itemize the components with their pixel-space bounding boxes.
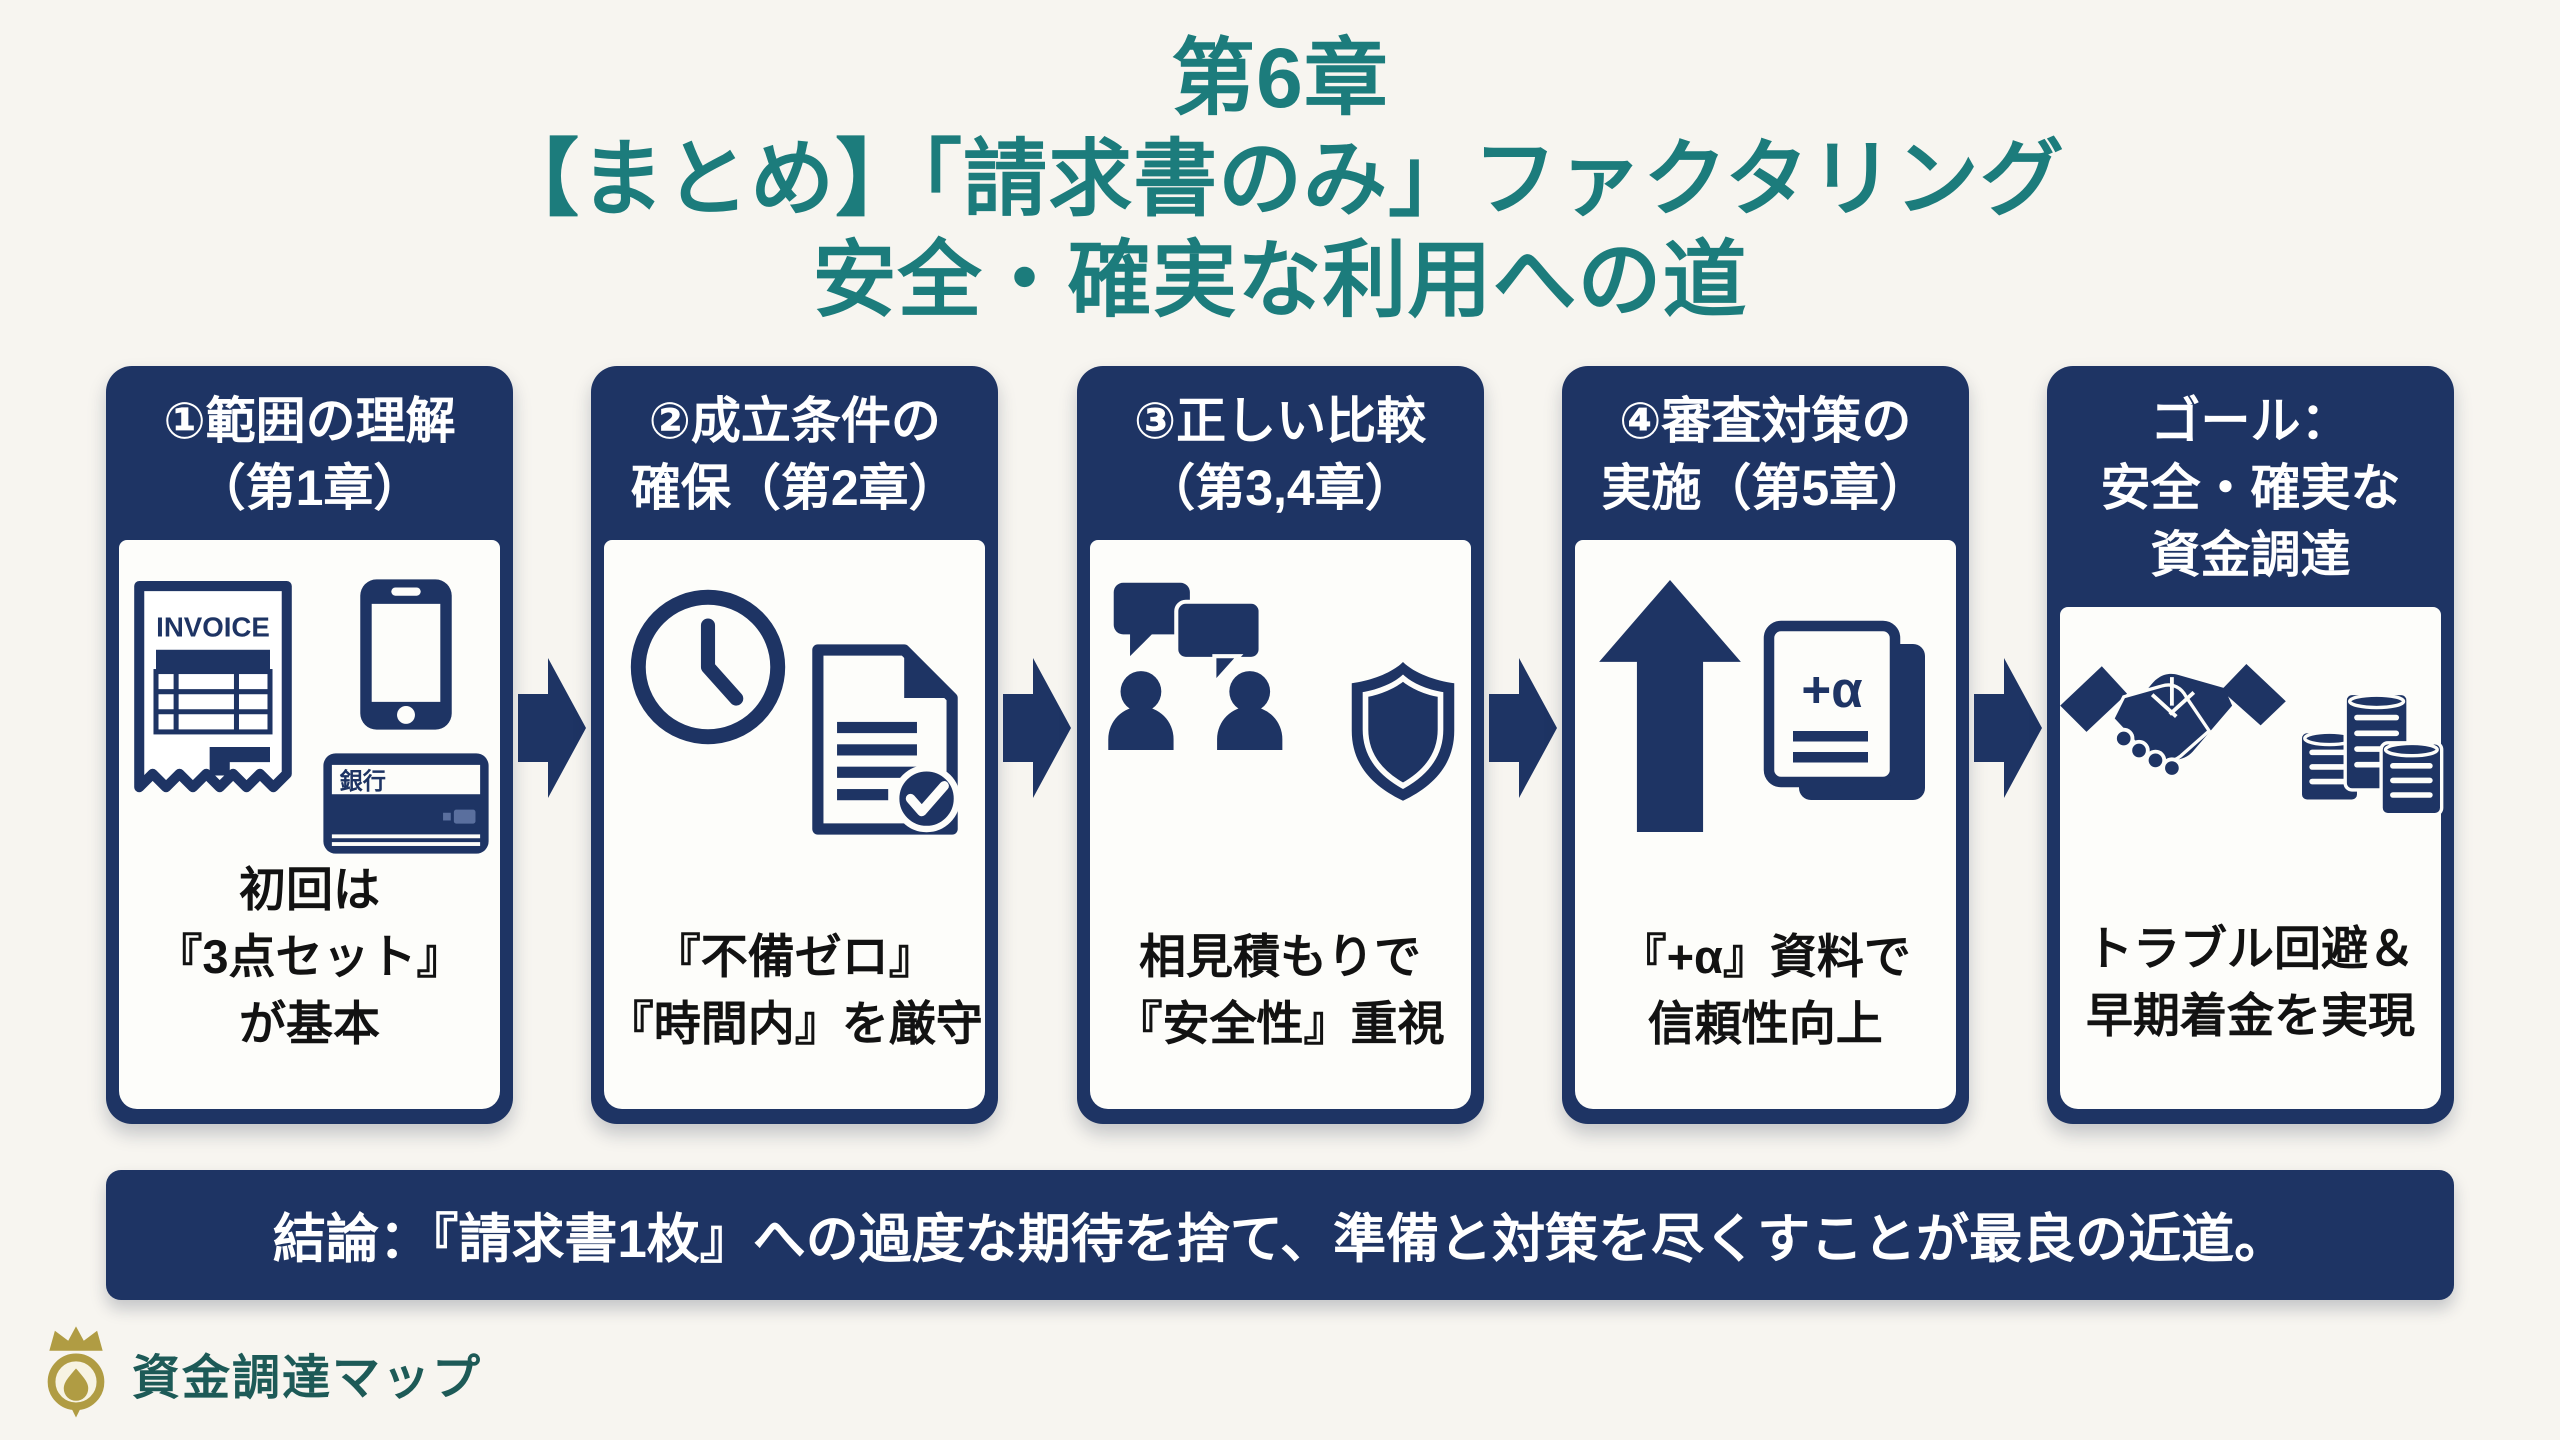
up-arrow-icon [1599,580,1742,833]
caption-line: トラブル回避＆ [2086,921,2415,975]
brand-footer: 資金調達マップ [36,1324,2560,1422]
invoice-document-icon: INVOICE [133,581,292,793]
step-2-body: 『不備ゼロ』 『時間内』を厳守 [604,540,986,1110]
bank-label: 銀行 [339,768,385,794]
bank-card-icon: 銀行 [322,753,489,855]
step-4-header-line: 実施（第5章） [1601,460,1930,517]
caption-line: 『時間内』を厳守 [606,996,983,1050]
caption-line: 初回は [238,863,380,917]
goal-card: ゴール： 安全・確実な 資金調達 [2047,366,2454,1125]
step-4-header-line: ④審査対策の [1619,393,1912,450]
brand-name: 資金調達マップ [132,1352,483,1406]
caption-line: が基本 [238,996,380,1050]
title-line-1: 第6章 [1171,31,1389,125]
step-1-header-line: （第1章） [195,460,424,517]
title-line-2: 【まとめ】「請求書のみ」ファクタリング [495,131,2065,226]
conclusion-text: 結論：『請求書1枚』への過度な期待を捨て、準備と対策を尽くすことが最良の近道。 [272,1210,2288,1270]
caption-line: 『3点セット』 [155,929,464,983]
page-title: 第6章 【まとめ】「請求書のみ」ファクタリング 安全・確実な利用への道 [0,28,2560,330]
step-4-body: +α 『+α』資料で 信頼性向上 [1574,540,1956,1110]
step-2-icons [625,584,965,837]
caption-line: 『+α』資料で [1619,929,1911,983]
step-card-1: ①範囲の理解 （第1章） INVOICE [106,366,513,1125]
title-line-3: 安全・確実な利用への道 [812,232,1748,327]
handshake-icon [2059,664,2286,780]
goal-icons [2058,653,2444,818]
step-3-caption: 相見積もりで 『安全性』重視 [1116,924,1445,1057]
goal-header: ゴール： 安全・確実な 資金調達 [2060,366,2441,607]
process-flow: ①範囲の理解 （第1章） INVOICE [0,366,2560,1125]
goal-body: トラブル回避＆ 早期着金を実現 [2058,607,2444,1110]
smartphone-icon [359,579,452,731]
step-2-header: ②成立条件の 確保（第2章） [604,366,985,540]
people-discussion-icon [1108,583,1283,751]
conclusion-banner: 結論：『請求書1枚』への過度な期待を捨て、準備と対策を尽くすことが最良の近道。 [106,1170,2454,1301]
shield-icon [1351,662,1455,802]
step-3-header: ③正しい比較 （第3,4章） [1090,366,1471,540]
right-arrow-icon [1973,366,2042,1124]
plus-alpha-label: +α [1802,661,1863,718]
step-3-body: 相見積もりで 『安全性』重視 [1089,540,1471,1110]
step-2-header-line: 確保（第2章） [630,460,959,517]
step-2-header-line: ②成立条件の [648,393,941,450]
plus-alpha-documents-icon: +α [1764,621,1926,801]
right-arrow-icon [518,366,587,1124]
step-1-body: INVOICE 銀行 [119,540,500,1110]
goal-caption: トラブル回避＆ 早期着金を実現 [2086,916,2415,1049]
right-arrow-icon [1488,366,1557,1124]
step-1-header: ①範囲の理解 （第1章） [119,366,500,540]
caption-line: 『不備ゼロ』 [653,929,936,983]
step-3-header-line: ③正しい比較 [1133,393,1427,450]
step-1-caption: 初回は 『3点セット』 が基本 [155,857,463,1057]
step-4-icons: +α [1599,580,1931,833]
step-card-3: ③正しい比較 （第3,4章） [1076,366,1484,1125]
caption-line: 『安全性』重視 [1115,996,1445,1050]
right-arrow-icon [1003,366,1072,1124]
invoice-label: INVOICE [156,612,270,643]
step-1-icons: INVOICE 銀行 [129,576,491,856]
clock-icon [630,590,785,745]
goal-header-line: 安全・確実な [2100,460,2401,517]
step-card-2: ②成立条件の 確保（第2章） [591,366,999,1125]
goal-header-line: ゴール： [2150,393,2351,450]
caption-line: 信頼性向上 [1647,996,1883,1050]
document-check-icon [812,644,960,835]
step-1-icons-right: 銀行 [321,576,491,856]
step-4-header: ④審査対策の 実施（第5章） [1575,366,1956,540]
step-3-header-line: （第3,4章） [1145,460,1415,517]
crown-map-pin-icon [47,1326,105,1418]
step-2-caption: 『不備ゼロ』 『時間内』を厳守 [607,924,983,1057]
goal-header-line: 資金調達 [2150,527,2351,584]
caption-line: 早期着金を実現 [2086,988,2415,1042]
step-1-header-line: ①範囲の理解 [163,393,456,450]
step-card-4: ④審査対策の 実施（第5章） +α 『+α』資料で 信頼性向上 [1561,366,1969,1125]
coin-stacks-icon [2298,692,2443,817]
step-3-icons [1097,580,1463,806]
caption-line: 相見積もりで [1139,929,1421,983]
step-4-caption: 『+α』資料で 信頼性向上 [1620,924,1911,1057]
